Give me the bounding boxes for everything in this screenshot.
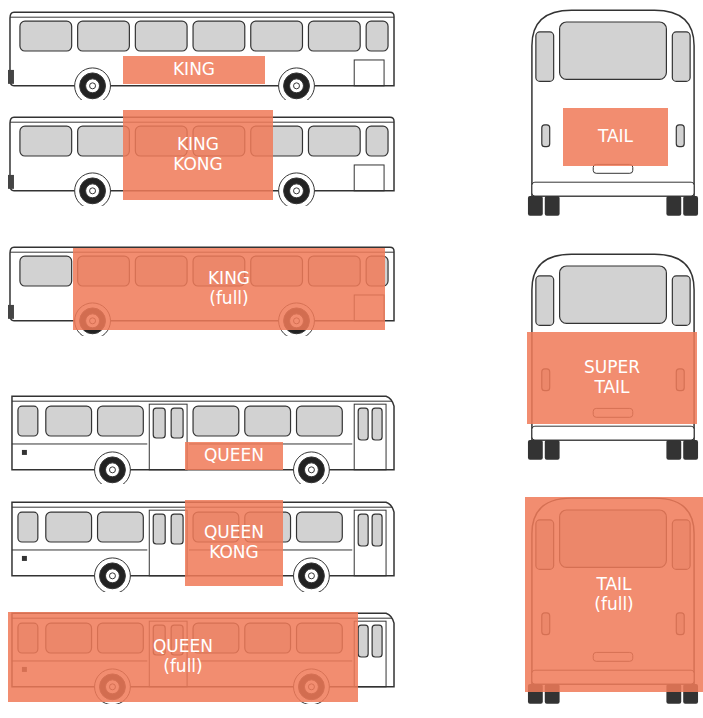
super-tail-panel: SUPER TAIL xyxy=(527,332,697,424)
panel-label: SUPER TAIL xyxy=(584,358,640,397)
panel-label: TAIL xyxy=(598,127,633,147)
panel-label: QUEEN (full) xyxy=(153,637,213,676)
bus-rear xyxy=(528,254,698,460)
panel-label: KING (full) xyxy=(208,269,250,308)
panel-label: KING xyxy=(173,60,215,80)
king-kong-panel: KING KONG xyxy=(123,110,273,200)
queen-panel: QUEEN xyxy=(185,442,283,470)
bus-rear xyxy=(528,10,698,216)
queen-full-panel: QUEEN (full) xyxy=(8,612,358,702)
king-panel: KING xyxy=(123,56,265,84)
queen-kong-panel: QUEEN KONG xyxy=(185,500,283,586)
king-full-panel: KING (full) xyxy=(73,248,385,330)
queen-bus-side xyxy=(12,396,394,488)
king-bus-side xyxy=(8,247,394,339)
panel-label: TAIL (full) xyxy=(594,575,633,614)
king-bus-side xyxy=(8,12,394,104)
panel-label: QUEEN KONG xyxy=(204,523,264,562)
tail-full-panel: TAIL (full) xyxy=(525,497,703,692)
tail-panel: TAIL xyxy=(563,108,668,166)
panel-label: QUEEN xyxy=(204,446,264,466)
panel-label: KING KONG xyxy=(173,135,222,174)
